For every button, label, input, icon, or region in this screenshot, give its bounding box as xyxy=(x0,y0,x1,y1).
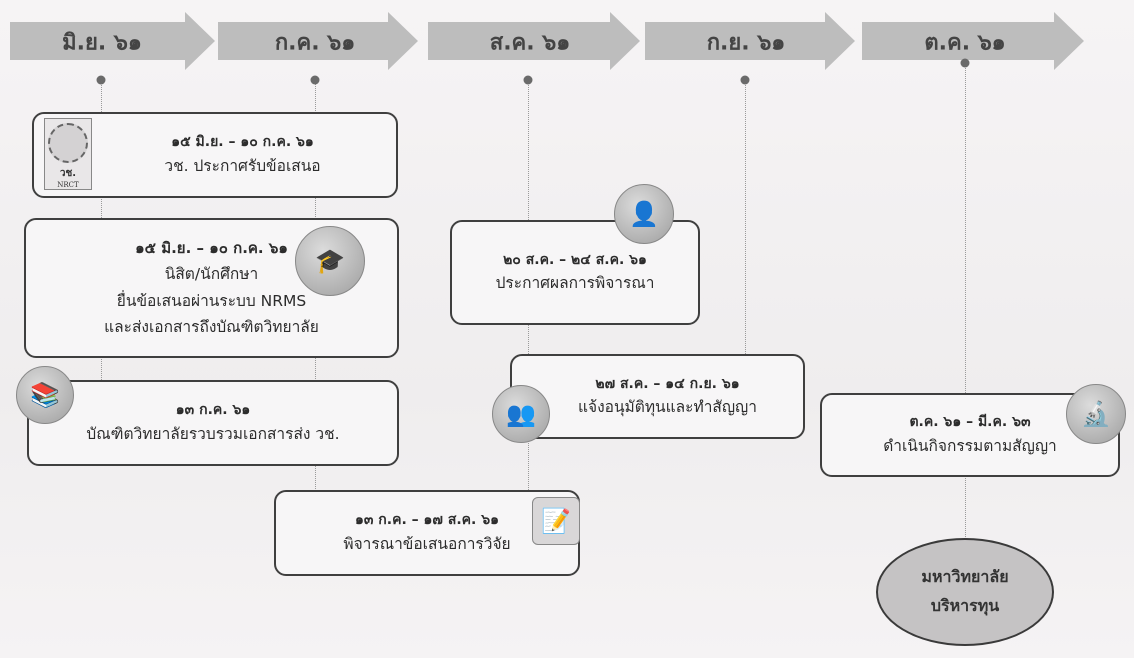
month-label-sep: ก.ย. ๖๑ xyxy=(706,30,786,56)
event-desc-line2: ยื่นข้อเสนอผ่านระบบ NRMS xyxy=(116,291,307,310)
timeline-dot-aug xyxy=(523,75,533,85)
event-desc: ดำเนินกิจกรรมตามสัญญา xyxy=(883,436,1057,455)
university-line2: บริหารทุน xyxy=(930,596,1000,615)
event-date: ๒๐ ส.ค. – ๒๔ ส.ค. ๖๑ xyxy=(503,251,647,268)
event-box-announce: ๑๕ มิ.ย. – ๑๐ ก.ค. ๖๑ วช. ประกาศรับข้อเส… xyxy=(32,112,398,198)
university-node: มหาวิทยาลัย บริหารทุน xyxy=(876,538,1054,646)
graduates-icon: 🎓 xyxy=(295,226,365,296)
books-icon: 📚 xyxy=(16,366,74,424)
event-desc-line1: นิสิต/นักศึกษา xyxy=(164,265,259,284)
nrct-logo-icon: วช. NRCT xyxy=(44,118,92,190)
event-box-review: ๑๓ ก.ค. – ๑๗ ส.ค. ๖๑ พิจารณาข้อเสนอการวิ… xyxy=(274,490,580,576)
timeline-dot-oct xyxy=(960,58,970,68)
event-desc: วช. ประกาศรับข้อเสนอ xyxy=(164,156,321,175)
meeting-icon: 👥 xyxy=(492,385,550,443)
month-label-jun: มิ.ย. ๖๑ xyxy=(62,30,142,56)
event-box-collect: ๑๓ ก.ค. ๖๑ บัณฑิตวิทยาลัยรวบรวมเอกสารส่ง… xyxy=(27,380,399,466)
month-label-aug: ส.ค. ๖๑ xyxy=(489,30,571,56)
event-box-approve: ๒๗ ส.ค. – ๑๔ ก.ย. ๖๑ แจ้งอนุมัติทุนและทำ… xyxy=(510,354,805,439)
university-line1: มหาวิทยาลัย xyxy=(921,567,1009,587)
month-label-jul: ก.ค. ๖๑ xyxy=(274,30,356,56)
guide-line-sep xyxy=(745,80,746,356)
event-date: ๒๗ ส.ค. – ๑๔ ก.ย. ๖๑ xyxy=(595,375,740,392)
nrct-seal xyxy=(48,123,88,163)
event-desc: แจ้งอนุมัติทุนและทำสัญญา xyxy=(578,398,757,417)
nrct-logo-sub: NRCT xyxy=(57,181,79,189)
person-icon: 👤 xyxy=(614,184,674,244)
event-desc: ประกาศผลการพิจารณา xyxy=(495,274,655,293)
nrct-logo-text: วช. xyxy=(59,168,77,179)
document-pen-icon: 📝 xyxy=(532,497,580,545)
scientist-icon: 🔬 xyxy=(1066,384,1126,444)
guide-line-oct xyxy=(965,63,966,561)
month-label-oct: ต.ค. ๖๑ xyxy=(924,30,1006,56)
timeline-dot-jul xyxy=(310,75,320,85)
timeline-dot-jun xyxy=(96,75,106,85)
event-date: ๑๓ ก.ค. – ๑๗ ส.ค. ๖๑ xyxy=(354,512,500,529)
event-date: ๑๓ ก.ค. ๖๑ xyxy=(175,402,251,419)
event-desc: บัณฑิตวิทยาลัยรวบรวมเอกสารส่ง วช. xyxy=(86,424,340,443)
event-date: ต.ค. ๖๑ – มี.ค. ๖๓ xyxy=(909,414,1031,431)
event-date: ๑๕ มิ.ย. – ๑๐ ก.ค. ๖๑ xyxy=(171,134,314,151)
event-desc: พิจารณาข้อเสนอการวิจัย xyxy=(343,534,511,553)
event-date: ๑๕ มิ.ย. – ๑๐ ก.ค. ๖๑ xyxy=(135,238,288,257)
timeline-dot-sep xyxy=(740,75,750,85)
event-desc-line3: และส่งเอกสารถึงบัณฑิตวิทยาลัย xyxy=(104,317,319,336)
